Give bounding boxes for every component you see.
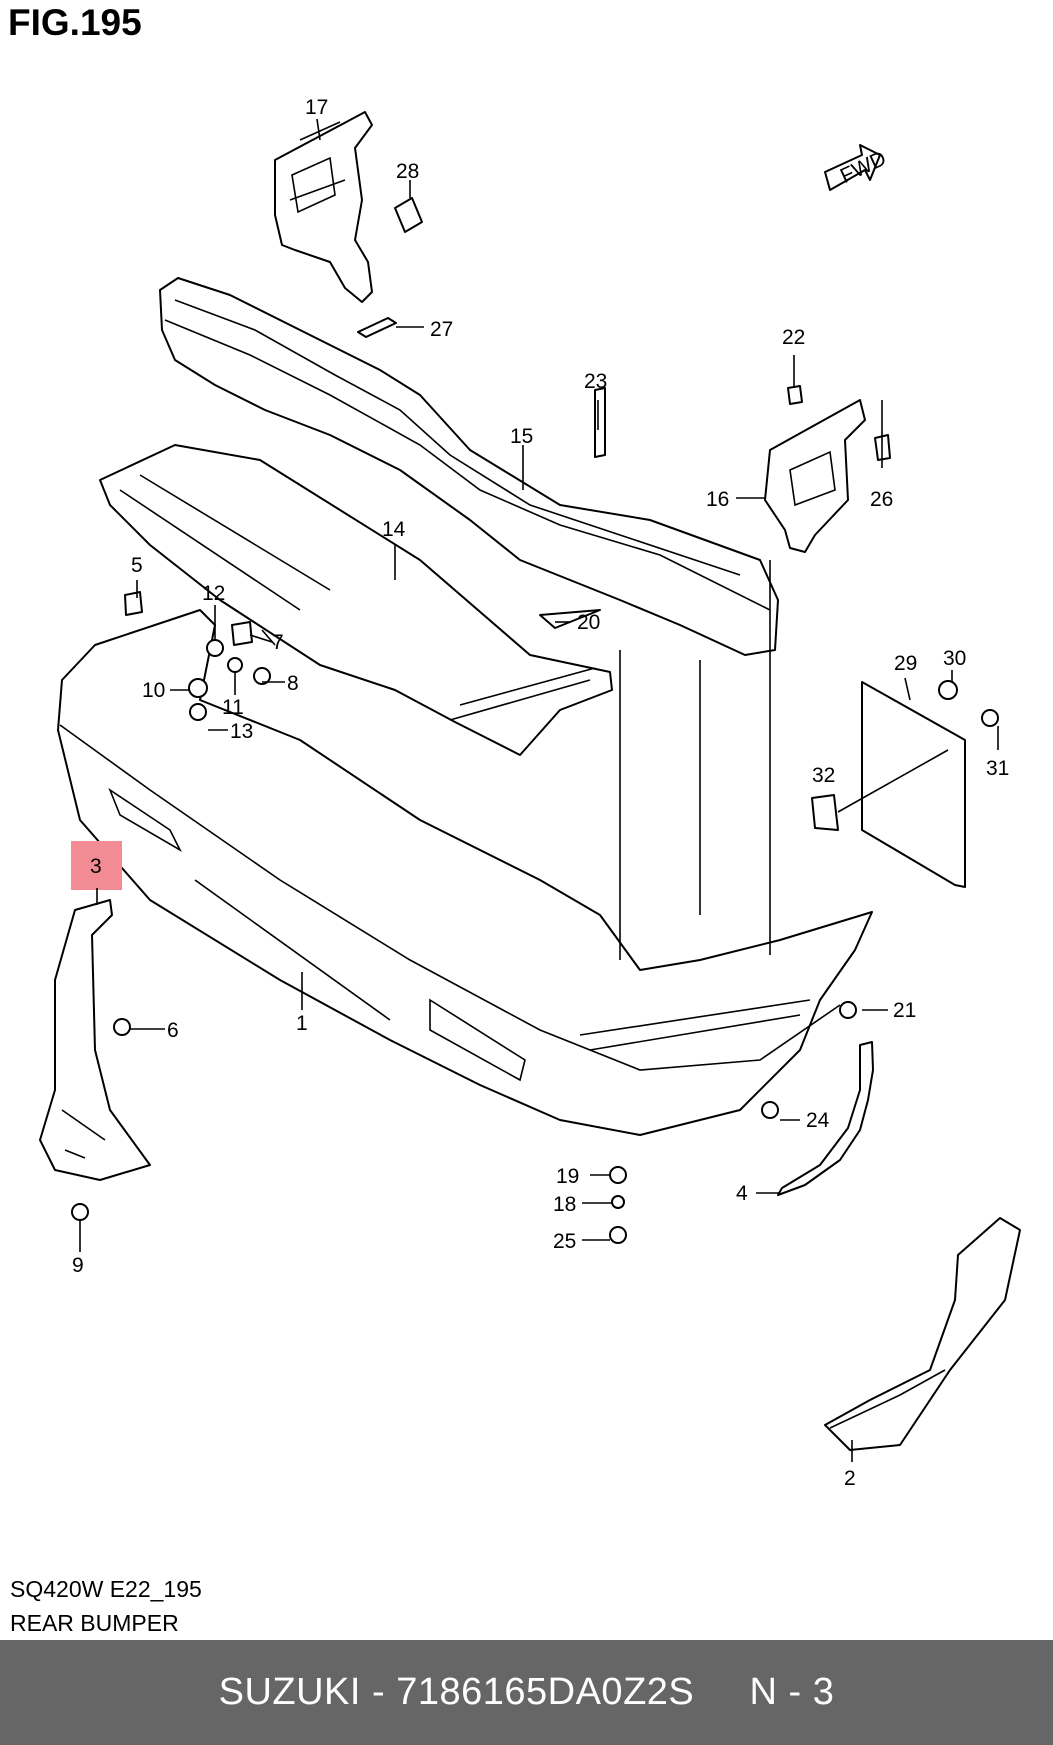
callout-10: 10 bbox=[142, 679, 165, 702]
callout-14: 14 bbox=[382, 518, 406, 541]
callout-3-highlight bbox=[71, 841, 122, 890]
callout-3: 3 bbox=[90, 855, 102, 878]
callout-21: 21 bbox=[893, 999, 916, 1022]
footer-bar: SUZUKI - 7186165DA0Z2S N - 3 bbox=[0, 1640, 1053, 1745]
callout-17: 17 bbox=[305, 96, 328, 119]
callout-28: 28 bbox=[396, 160, 419, 183]
callout-20: 20 bbox=[577, 611, 600, 634]
part-17-bracket bbox=[274, 111, 373, 303]
part-1-bumper bbox=[57, 560, 873, 1136]
callout-18: 18 bbox=[553, 1193, 576, 1216]
callout-6: 6 bbox=[167, 1019, 179, 1042]
section-name: REAR BUMPER bbox=[10, 1610, 179, 1636]
part-27-strip bbox=[357, 317, 397, 338]
callout-24: 24 bbox=[806, 1109, 830, 1132]
callout-25: 25 bbox=[553, 1230, 576, 1253]
part-15-reinforcement bbox=[159, 277, 779, 656]
callout-13: 13 bbox=[230, 720, 253, 743]
exploded-parts-diagram: FWD bbox=[39, 96, 1021, 1490]
part-32-clip bbox=[811, 794, 839, 831]
callout-11: 11 bbox=[222, 696, 244, 719]
callout-4: 4 bbox=[736, 1182, 748, 1205]
callout-19: 19 bbox=[556, 1165, 579, 1188]
part-3-mud-guard bbox=[39, 899, 151, 1181]
footer-part-number: SUZUKI - 7186165DA0Z2S N - 3 bbox=[218, 1671, 835, 1713]
part-2-mud-guard bbox=[824, 1217, 1021, 1451]
callout-12: 12 bbox=[202, 582, 225, 605]
callout-7: 7 bbox=[272, 631, 284, 654]
leader-lines bbox=[79, 118, 999, 1462]
callout-8: 8 bbox=[287, 672, 299, 695]
hardware-parts bbox=[71, 385, 999, 1244]
callout-2: 2 bbox=[844, 1467, 856, 1490]
callout-labels: 1 2 3 4 5 6 7 8 9 10 11 12 13 14 15 16 1… bbox=[72, 96, 1009, 1490]
callout-32: 32 bbox=[812, 764, 835, 787]
part-28-clip bbox=[394, 197, 423, 233]
callout-9: 9 bbox=[72, 1254, 84, 1277]
part-16-bracket bbox=[764, 399, 866, 553]
callout-5: 5 bbox=[131, 554, 143, 577]
part-4-mud-strip bbox=[777, 1041, 874, 1196]
callout-29: 29 bbox=[894, 652, 917, 675]
callout-23: 23 bbox=[584, 370, 607, 393]
callout-31: 31 bbox=[986, 757, 1009, 780]
callout-15: 15 bbox=[510, 425, 533, 448]
callout-26: 26 bbox=[870, 488, 893, 511]
part-29-panel bbox=[861, 681, 966, 888]
figure-title: FIG.195 bbox=[8, 2, 142, 43]
callout-1: 1 bbox=[296, 1012, 308, 1035]
callout-27: 27 bbox=[430, 318, 453, 341]
part-14-tray bbox=[99, 444, 613, 756]
fwd-arrow-icon: FWD bbox=[824, 144, 890, 191]
model-code: SQ420W E22_195 bbox=[10, 1576, 202, 1602]
callout-16: 16 bbox=[706, 488, 729, 511]
callout-30: 30 bbox=[943, 647, 966, 670]
callout-22: 22 bbox=[782, 326, 805, 349]
